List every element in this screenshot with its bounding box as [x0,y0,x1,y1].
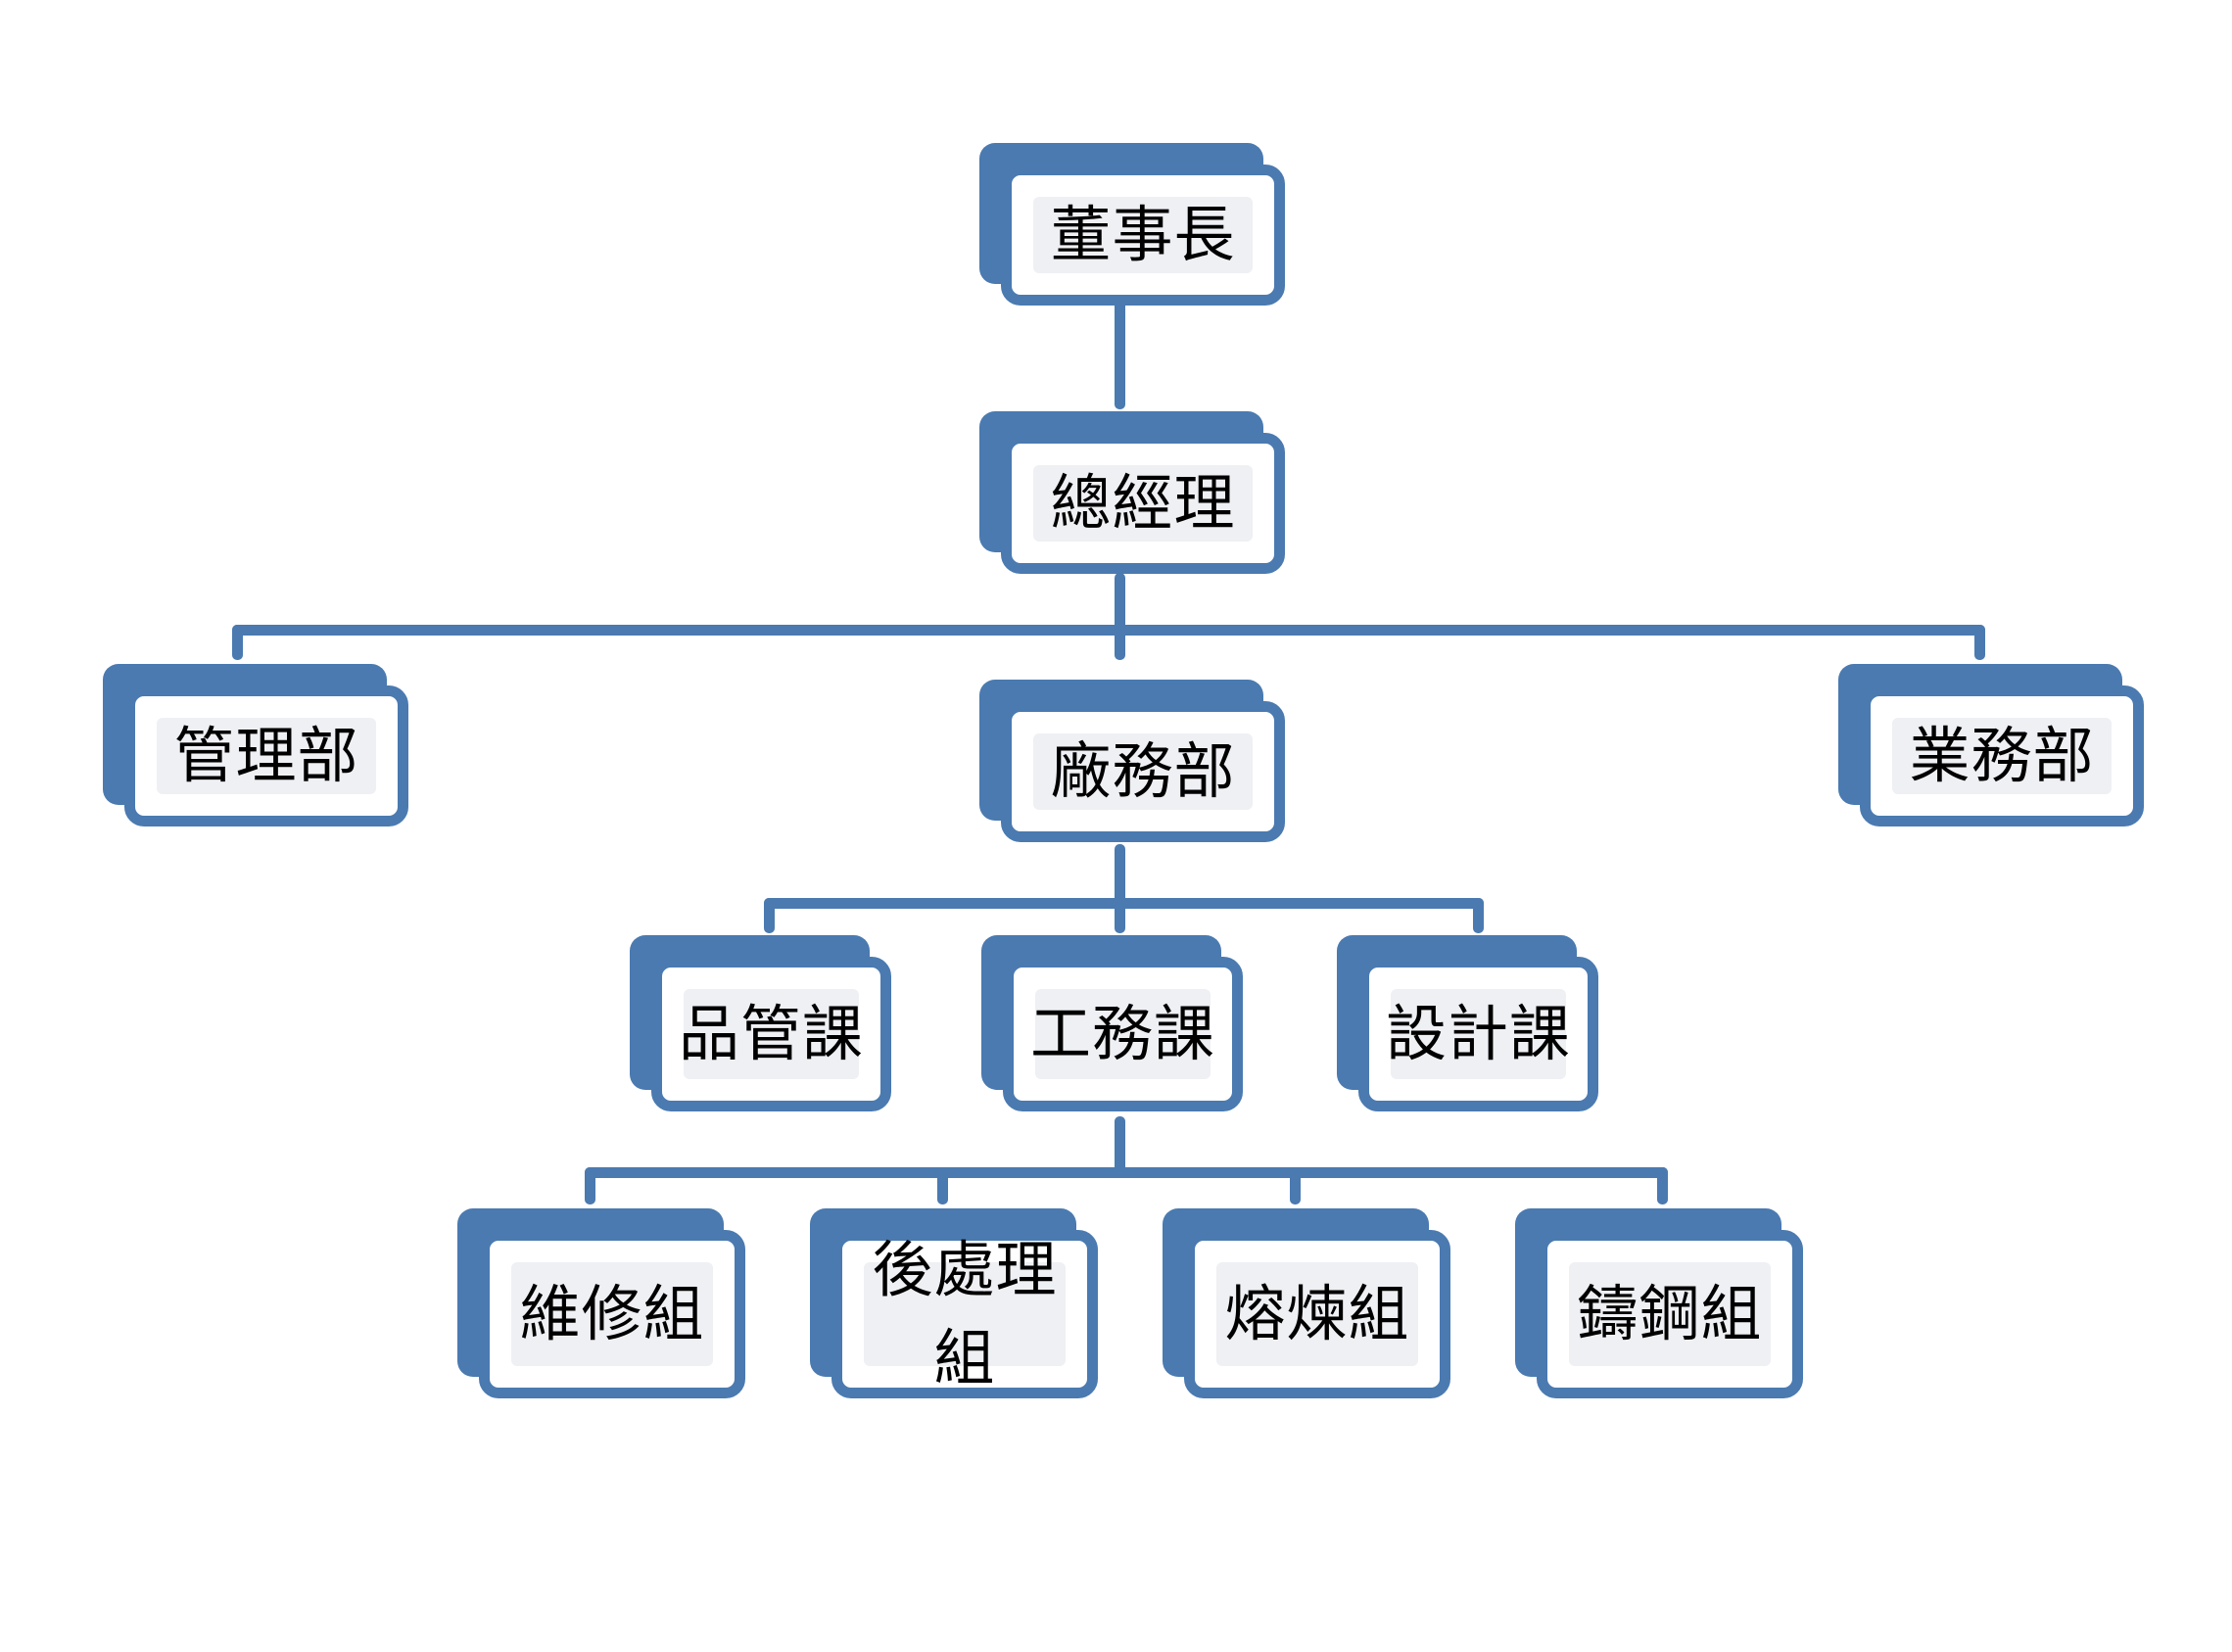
node-fill [1216,1262,1418,1366]
connector-bus-to-maintenance [585,1167,595,1204]
node-fill [1035,989,1211,1079]
node-chairman[interactable]: 董事長 [979,143,1285,306]
node-face: 設計課 [1358,957,1598,1111]
node-label: 後處理組 [872,1234,1058,1393]
node-face: 後處理組 [831,1230,1098,1398]
node-face: 鑄鋼組 [1537,1230,1803,1398]
connector-bus-to-plant [1115,625,1125,660]
node-engineering-section[interactable]: 工務課 [981,935,1243,1111]
connector-bus-to-melting [1290,1167,1301,1204]
node-fill [1569,1262,1771,1366]
node-label: 業務部 [1909,720,2095,792]
connector-bus-to-admin [232,625,243,660]
connector-level5-bus [585,1167,1668,1178]
connector-bus-to-steel-casting [1657,1167,1668,1204]
node-qc-section[interactable]: 品管課 [630,935,891,1111]
node-melting-team[interactable]: 熔煉組 [1163,1208,1450,1398]
node-label: 熔煉組 [1224,1278,1410,1350]
node-label: 董事長 [1050,199,1236,271]
node-face: 業務部 [1860,685,2144,826]
node-label: 設計課 [1385,998,1571,1070]
node-steel-casting-team[interactable]: 鑄鋼組 [1515,1208,1803,1398]
node-fill [1033,197,1253,273]
node-plant-dept[interactable]: 廠務部 [979,680,1285,842]
connector-level3-bus [232,625,1985,636]
node-face: 熔煉組 [1184,1230,1450,1398]
node-maintenance-team[interactable]: 維修組 [457,1208,745,1398]
node-face: 管理部 [124,685,408,826]
node-fill [1033,465,1253,542]
node-face: 總經理 [1001,433,1285,574]
connector-chairman-to-gm [1115,282,1125,409]
connector-plant-stem [1115,844,1125,905]
node-fill [864,1262,1066,1366]
connector-bus-to-qc [764,898,775,933]
node-face: 廠務部 [1001,701,1285,842]
node-fill [1391,989,1566,1079]
node-label: 管理部 [173,720,359,792]
node-general-manager[interactable]: 總經理 [979,411,1285,574]
node-fill [684,989,859,1079]
node-label: 總經理 [1050,467,1236,540]
node-admin-dept[interactable]: 管理部 [103,664,408,826]
connector-bus-to-design [1473,898,1484,933]
connector-bus-to-post-processing [937,1167,948,1204]
connector-bus-to-engineering [1115,898,1125,933]
node-fill [511,1262,713,1366]
node-face: 董事長 [1001,165,1285,306]
node-label: 維修組 [519,1278,705,1350]
node-sales-dept[interactable]: 業務部 [1838,664,2144,826]
connector-engineering-stem [1115,1116,1125,1173]
connector-bus-to-sales [1974,625,1985,660]
node-post-processing-team[interactable]: 後處理組 [810,1208,1098,1398]
node-fill [1033,733,1253,810]
node-label: 工務課 [1029,998,1215,1070]
node-fill [157,718,376,794]
node-label: 品管課 [678,998,864,1070]
node-label: 廠務部 [1050,735,1236,808]
node-fill [1892,718,2112,794]
node-face: 維修組 [479,1230,745,1398]
node-face: 品管課 [651,957,891,1111]
node-face: 工務課 [1003,957,1243,1111]
node-label: 鑄鋼組 [1577,1278,1763,1350]
node-design-section[interactable]: 設計課 [1337,935,1598,1111]
connector-gm-stem [1115,573,1125,634]
